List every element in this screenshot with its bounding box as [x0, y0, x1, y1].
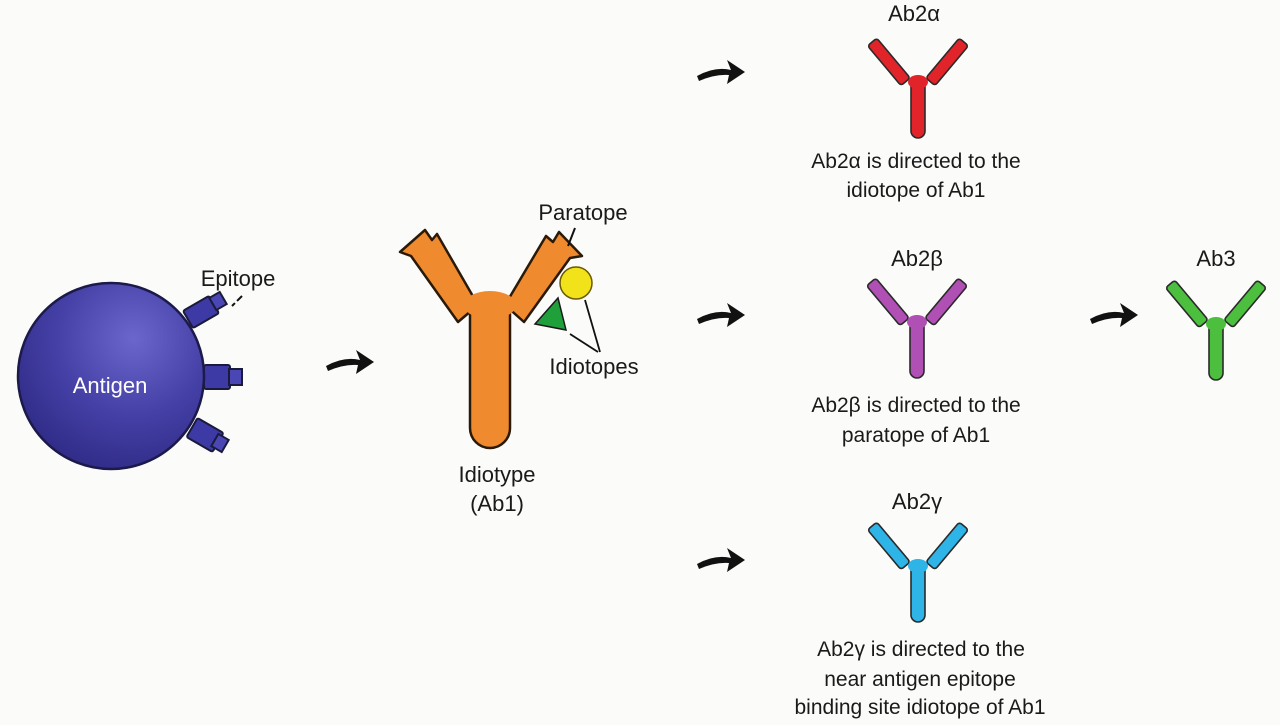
ab2-alpha-left-arm [867, 38, 910, 86]
idiotopes-label: Idiotopes [549, 354, 638, 379]
ab2-gamma-desc-line1: Ab2γ is directed to the [817, 638, 1025, 661]
epitope-leader-line [231, 295, 243, 307]
ab3-hinge [1206, 317, 1226, 331]
ab2-gamma-right-arm [926, 522, 969, 570]
ab1-hinge [464, 291, 516, 319]
epitope-label: Epitope [201, 266, 276, 291]
epitope-top [182, 290, 229, 329]
ab2-alpha-desc-line1: Ab2α is directed to the [811, 150, 1020, 173]
idiotope-yellow [559, 266, 593, 300]
antigen-label: Antigen [73, 373, 148, 398]
idiotopes-leader-line-1 [584, 299, 601, 353]
ab2-alpha-hinge [908, 75, 928, 89]
ab1-antibody [398, 228, 584, 450]
idiotype-label: Idiotype [458, 462, 535, 487]
ab1-label: (Ab1) [470, 491, 524, 516]
epitope-bottom [186, 417, 231, 454]
arrow-right-icon [1090, 303, 1138, 327]
ab3-antibody [1165, 280, 1267, 381]
arrow-right-icon [697, 303, 745, 327]
ab2-beta-desc-line2: paratope of Ab1 [842, 424, 990, 447]
ab2-gamma-desc-line2: near antigen epitope [824, 668, 1016, 691]
idiotopes-leader-line-2 [569, 333, 599, 353]
ab1-left-arm [398, 228, 480, 324]
paratope-leader-line [567, 227, 576, 247]
ab2-beta-left-arm [866, 278, 909, 326]
ab2-gamma-title: Ab2γ [892, 489, 942, 514]
ab2-beta-antibody [866, 278, 968, 379]
arrow-right-icon [326, 350, 374, 374]
antigen: Antigen [16, 281, 243, 471]
ab2-gamma-desc-line3: binding site idiotope of Ab1 [794, 696, 1045, 719]
ab2-gamma-left-arm [867, 522, 910, 570]
ab2-beta-title: Ab2β [891, 246, 943, 271]
ab1-right-arm [503, 230, 584, 324]
arrows [326, 60, 1138, 572]
ab3-title: Ab3 [1196, 246, 1235, 271]
ab3-right-arm [1224, 280, 1267, 328]
arrow-right-icon [697, 548, 745, 572]
ab2-beta-right-arm [925, 278, 968, 326]
ab2-alpha-right-arm [926, 38, 969, 86]
ab2-alpha-title: Ab2α [888, 1, 940, 26]
ab2-alpha-antibody [867, 38, 969, 139]
epitope-middle [203, 364, 243, 390]
antigen-body [16, 281, 206, 471]
idiotope-green [533, 296, 568, 331]
ab2-beta-hinge [907, 315, 927, 329]
ab2-beta-desc-line1: Ab2β is directed to the [811, 394, 1020, 417]
ab2-alpha-desc-line2: idiotope of Ab1 [847, 179, 986, 202]
arrow-right-icon [697, 60, 745, 84]
ab2-gamma-antibody [867, 522, 969, 623]
ab3-left-arm [1165, 280, 1208, 328]
paratope-label: Paratope [538, 200, 627, 225]
ab2-gamma-hinge [908, 559, 928, 573]
